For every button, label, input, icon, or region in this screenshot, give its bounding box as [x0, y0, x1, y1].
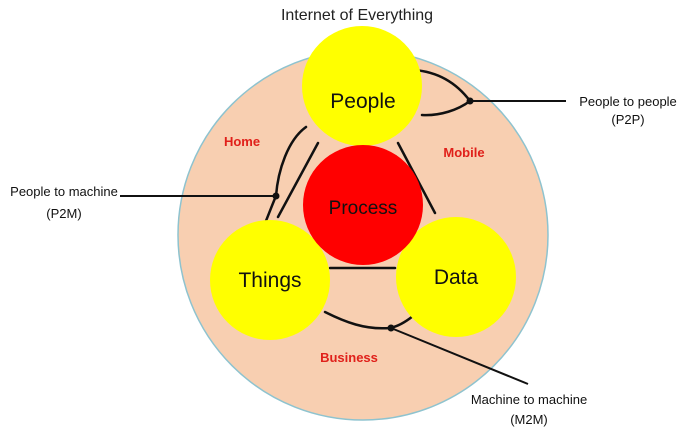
m2m-curve-left [323, 310, 392, 330]
region-mobile-label: Mobile [443, 145, 484, 160]
m2m-dot [387, 324, 395, 332]
people-things-link [276, 141, 320, 219]
process-node [303, 145, 423, 265]
p2m-dot [272, 192, 280, 200]
people-label: People [330, 90, 395, 113]
region-business-label: Business [320, 350, 378, 365]
callout-leaders [120, 100, 566, 385]
m2m-callout-line1: Machine to machine [471, 392, 587, 407]
data-label: Data [434, 266, 479, 289]
p2m-callout-line1: People to machine [10, 184, 118, 199]
m2m-callout-line2: (M2M) [510, 412, 548, 427]
p2p-curve-bottom [420, 99, 472, 117]
data-node [396, 217, 516, 337]
things-node [210, 220, 330, 340]
things-label: Things [238, 269, 301, 292]
p2p-dot [466, 97, 474, 105]
p2m-curve-outer [274, 125, 308, 198]
m2m-leader [390, 327, 529, 385]
p2p-callout-line2: (P2P) [611, 112, 644, 127]
process-label: Process [329, 198, 398, 219]
people-node [302, 26, 422, 146]
diagram-title: Internet of Everything [281, 7, 433, 24]
p2p-curve-top [412, 68, 472, 103]
p2p-callout-line1: People to people [579, 94, 677, 109]
region-home-label: Home [224, 134, 260, 149]
p2m-callout-line2: (P2M) [46, 206, 81, 221]
